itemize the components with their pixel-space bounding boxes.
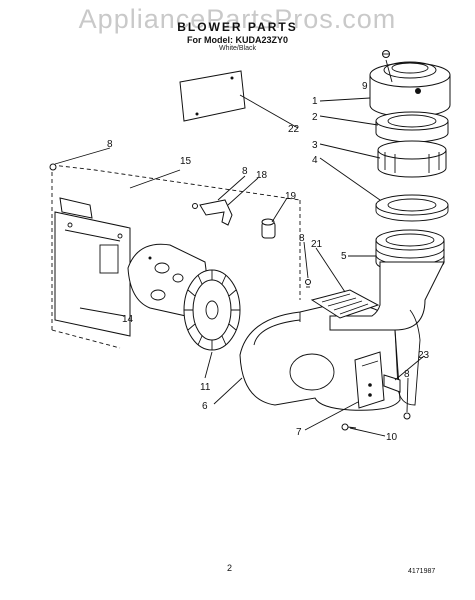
document-number: 4171987 bbox=[408, 568, 436, 575]
part-seal-ring bbox=[375, 194, 449, 222]
model-line: For Model: KUDA23ZY0 bbox=[186, 35, 288, 45]
callout-15: 15 bbox=[180, 156, 192, 167]
callout-labels: 9 1 2 22 3 4 8 15 8 18 19 8 21 5 14 11 6… bbox=[107, 81, 430, 443]
color-variant: White/Black bbox=[219, 45, 256, 52]
page-title: BLOWER PARTS bbox=[177, 20, 298, 34]
part-label-plate bbox=[179, 70, 246, 122]
part-small-bracket bbox=[192, 199, 233, 226]
part-screw-left bbox=[49, 163, 57, 171]
callout-9: 9 bbox=[362, 81, 368, 92]
callout-7: 7 bbox=[296, 427, 302, 438]
callout-11: 11 bbox=[200, 382, 211, 393]
site-watermark: AppliancePartsPros.com bbox=[78, 4, 397, 34]
callout-8-upper: 8 bbox=[242, 166, 248, 177]
part-top-screw bbox=[382, 50, 390, 58]
callout-19: 19 bbox=[285, 191, 297, 202]
part-ribbed-bracket bbox=[310, 289, 380, 319]
part-duct-elbow bbox=[329, 261, 445, 406]
callout-3: 3 bbox=[312, 140, 318, 151]
callout-1: 1 bbox=[312, 96, 318, 107]
part-mounting-plate bbox=[54, 197, 131, 337]
part-upper-ring bbox=[375, 111, 449, 143]
callout-22: 22 bbox=[288, 124, 300, 135]
part-grommet bbox=[261, 218, 276, 239]
part-screw-middle bbox=[305, 279, 311, 288]
leader-lines bbox=[54, 59, 425, 437]
callout-8-middle: 8 bbox=[299, 233, 305, 244]
part-screw-bottom bbox=[341, 423, 357, 431]
part-screw-right bbox=[403, 412, 411, 420]
callout-18: 18 bbox=[256, 170, 268, 181]
page-number: 2 bbox=[227, 563, 233, 573]
callout-10: 10 bbox=[386, 432, 398, 443]
callout-8-left: 8 bbox=[107, 139, 113, 150]
callout-5: 5 bbox=[341, 251, 347, 262]
callout-2: 2 bbox=[312, 112, 318, 123]
callout-6: 6 bbox=[202, 401, 208, 412]
part-blower-wheel bbox=[183, 269, 241, 351]
callout-23: 23 bbox=[418, 350, 430, 361]
callout-14: 14 bbox=[122, 314, 134, 325]
callout-21: 21 bbox=[311, 239, 323, 250]
part-sleeve bbox=[377, 140, 447, 178]
mounting-box-outline bbox=[51, 164, 301, 349]
callout-4: 4 bbox=[312, 155, 318, 166]
part-filter-cap bbox=[369, 61, 451, 118]
callout-8-right: 8 bbox=[404, 369, 410, 380]
